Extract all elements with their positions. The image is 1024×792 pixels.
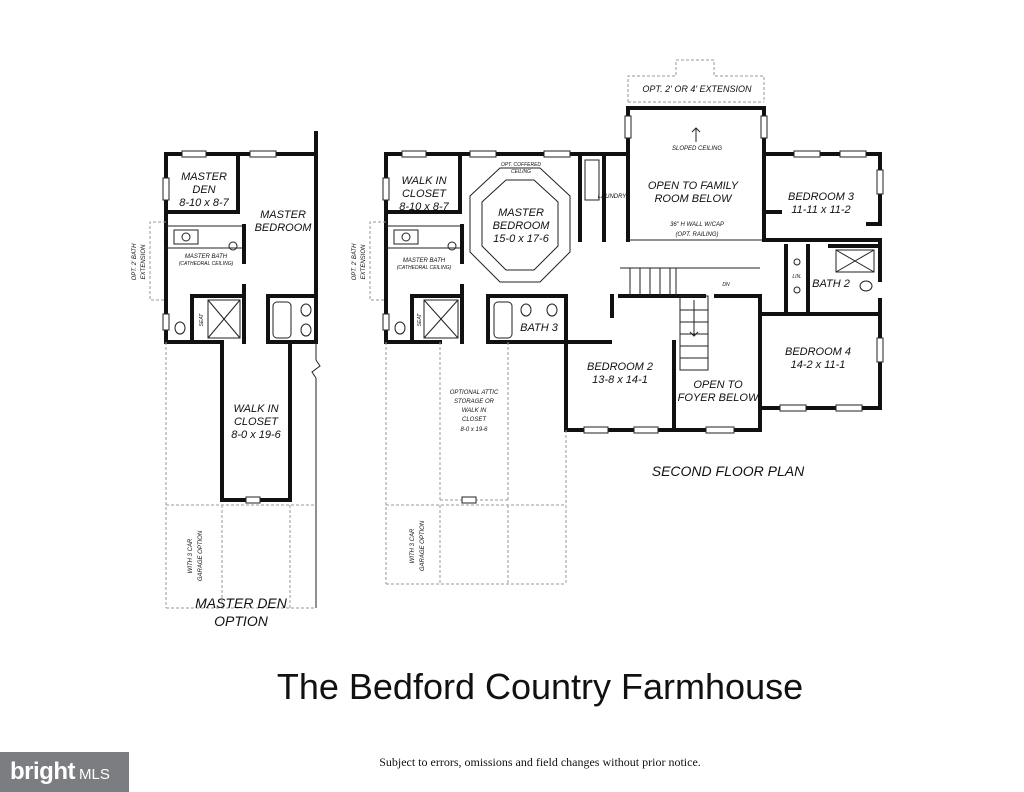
den-name: MASTER: [181, 171, 227, 183]
sf-attic-size: 8-0 x 19-6: [460, 427, 488, 433]
second-floor-labels: OPT. 2' OR 4' EXTENSION SLOPED CEILING O…: [352, 84, 855, 571]
sf-attic-line2: STORAGE OR: [454, 399, 495, 405]
sf-bath3: BATH 3: [520, 322, 559, 334]
sf-family-line2: ROOM BELOW: [654, 193, 733, 205]
den-bath-ext-line1: OPT. 2' BATH: [132, 243, 138, 280]
sf-attic-line1: OPTIONAL ATTIC: [450, 390, 499, 396]
plan-title: The Bedford Country Farmhouse: [276, 666, 804, 707]
sf-master-line1: MASTER: [498, 207, 544, 219]
den-garage-line2: GARAGE OPTION: [198, 530, 204, 581]
sf-closet-line1: WALK IN: [401, 175, 446, 187]
sf-master-size: 15-0 x 17-6: [493, 233, 550, 245]
sf-bedroom4: BEDROOM 4: [785, 346, 851, 358]
sf-coffered-line1: OPT. COFFERED: [501, 162, 541, 168]
sf-bedroom3-size: 11-11 x 11-2: [791, 204, 850, 216]
second-floor-plan: [369, 59, 884, 585]
sf-bedroom3: BEDROOM 3: [788, 191, 855, 203]
den-option-labels: MASTER DEN 8-10 x 8-7 MASTER BEDROOM MAS…: [132, 171, 312, 629]
sf-seat: SEAT: [417, 313, 423, 327]
sf-garage-line1: WITH 3 CAR: [410, 528, 416, 563]
sf-bath2: BATH 2: [812, 278, 850, 290]
den-closet-line1: WALK IN: [233, 403, 278, 415]
sf-bedroom4-size: 14-2 x 11-1: [791, 359, 846, 371]
den-seat: SEAT: [199, 313, 205, 327]
sf-wall-line1: 36" H WALL W/CAP: [670, 222, 724, 228]
mls-label: MLS: [78, 765, 110, 783]
sf-bath-ext-line2: EXTENSION: [361, 244, 367, 279]
sf-sloped: SLOPED CEILING: [672, 146, 722, 152]
den-bath-label: MASTER BATH: [185, 254, 228, 260]
den-name2: DEN: [192, 184, 215, 196]
den-caption-line2: OPTION: [214, 613, 269, 629]
sf-attic-line4: CLOSET: [462, 417, 487, 423]
den-bedroom-line1: MASTER: [260, 209, 306, 221]
sf-attic-line3: WALK IN: [462, 408, 487, 414]
sf-bedroom2: BEDROOM 2: [587, 361, 653, 373]
sf-wall-line2: (OPT. RAILING): [675, 232, 718, 238]
sf-dn: DN: [722, 282, 730, 288]
den-closet-size: 8-0 x 19-6: [231, 429, 281, 441]
sf-master-line2: BEDROOM: [493, 220, 551, 232]
sf-closet-size: 8-10 x 8-7: [399, 201, 449, 213]
sf-bath-label: MASTER BATH: [403, 258, 446, 264]
sf-extension: OPT. 2' OR 4' EXTENSION: [642, 84, 752, 94]
sf-lin: LIN.: [792, 274, 801, 280]
den-garage-line1: WITH 3 CAR: [188, 538, 194, 573]
sf-bedroom2-size: 13-8 x 14-1: [592, 374, 648, 386]
sf-foyer-line2: FOYER BELOW: [678, 392, 760, 404]
sf-closet-line2: CLOSET: [402, 188, 447, 200]
sf-garage-line2: GARAGE OPTION: [420, 520, 426, 571]
den-closet-line2: CLOSET: [234, 416, 279, 428]
sf-foyer-line1: OPEN TO: [693, 379, 743, 391]
bright-logo: bright: [10, 758, 75, 785]
den-option-plan: [149, 131, 321, 609]
sf-caption: SECOND FLOOR PLAN: [652, 463, 805, 479]
den-caption-line1: MASTER DEN: [195, 595, 288, 611]
den-bath-ext-line2: EXTENSION: [141, 244, 147, 279]
sf-bath-ext-line1: OPT. 2' BATH: [352, 243, 358, 280]
sf-laundry: LAUNDRY: [598, 194, 627, 200]
sf-family-line1: OPEN TO FAMILY: [648, 180, 739, 192]
den-bath-sub: (CATHEDRAL CEILING): [179, 261, 234, 267]
den-size: 8-10 x 8-7: [179, 197, 229, 209]
disclaimer-text: Subject to errors, omissions and field c…: [379, 755, 701, 769]
den-bedroom-line2: BEDROOM: [255, 222, 313, 234]
sf-bath-sub: (CATHEDRAL CEILING): [397, 265, 452, 271]
sf-coffered-line2: CEILING: [511, 169, 531, 175]
bright-mls-watermark: bright MLS: [0, 752, 129, 792]
